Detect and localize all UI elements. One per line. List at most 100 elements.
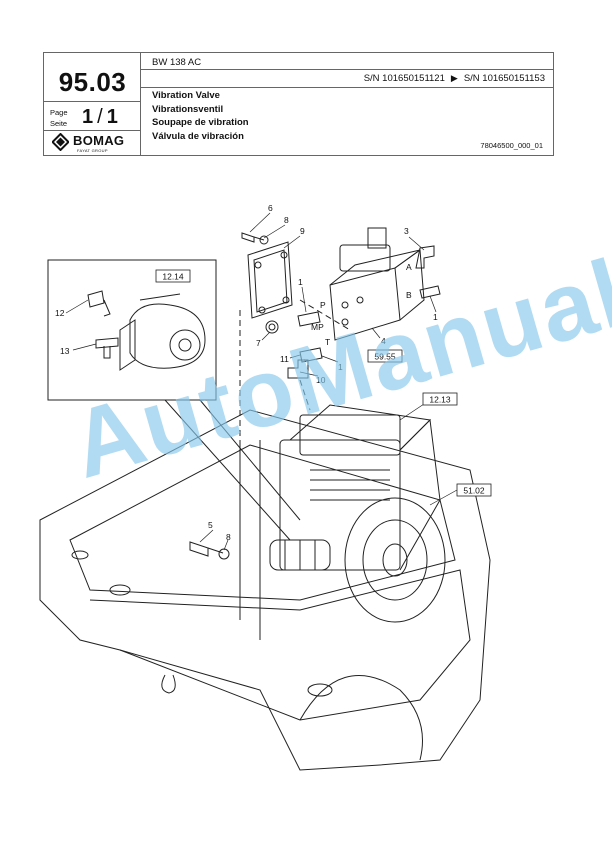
callout-number: A <box>406 262 412 272</box>
guide-line <box>239 299 351 560</box>
engine-fins <box>310 469 390 501</box>
starter-ribs <box>284 540 316 570</box>
leader-line <box>429 295 437 313</box>
callout-number: 1 <box>433 312 438 322</box>
frame-hole <box>71 550 89 560</box>
callout-number: 4 <box>381 336 386 346</box>
washer <box>218 548 230 560</box>
callout-number: B <box>406 290 412 300</box>
callout-number: P <box>320 300 326 310</box>
divider <box>44 130 140 131</box>
bomag-logo-icon <box>52 133 69 151</box>
screw <box>241 232 265 243</box>
callout-number: 9 <box>300 226 305 236</box>
leader-line <box>429 489 458 506</box>
seite-label: Seite <box>50 119 68 128</box>
cover-plate <box>247 241 293 319</box>
inset-fitting-tee <box>95 337 119 359</box>
seal-ring <box>265 320 279 334</box>
callout-number: 10 <box>316 375 326 385</box>
frame-hole <box>307 683 333 697</box>
fitting-elbow <box>287 359 309 379</box>
leader-line <box>261 331 271 341</box>
callout-number: 5 <box>208 520 213 530</box>
reference-label: 12.13 <box>429 395 451 405</box>
arrow-right-icon: ▶ <box>450 73 458 83</box>
page-total: 1 <box>106 106 118 128</box>
engine-block <box>279 439 401 571</box>
valve-port <box>341 318 349 326</box>
callout-number: 8 <box>226 532 231 542</box>
engine-side <box>399 418 441 571</box>
leader-line <box>249 212 271 233</box>
leader-line <box>301 286 307 313</box>
reference-box <box>367 349 403 363</box>
inset-pump-gear <box>169 329 201 361</box>
logo-text: BOMAG <box>73 133 125 148</box>
reference-box <box>155 269 191 283</box>
exploded-parts-drawing: 12.14 59.55 12.13 51.02 6 8 9 3 A B 1 1 … <box>39 203 492 771</box>
leader-line <box>371 327 381 339</box>
page-header: 95.03 Page Seite 1/1 BOMAG FAYAT GROUP B… <box>43 52 554 156</box>
callout-number: 3 <box>404 226 409 236</box>
page-number: 95.03 <box>58 67 127 97</box>
title-block: Vibration Valve Vibrationsventil Soupape… <box>152 89 249 143</box>
valve-solenoid <box>339 244 391 272</box>
callout-number: 11 <box>280 354 289 364</box>
frame-hole <box>109 584 131 596</box>
title-german: Vibrationsventil <box>152 103 224 115</box>
title-english: Vibration Valve <box>152 90 220 101</box>
leader-line <box>199 529 214 543</box>
title-french: Soupape de vibration <box>152 117 249 128</box>
title-spanish: Válvula de vibración <box>152 130 244 142</box>
reference-box <box>422 392 458 406</box>
callout-number: MP <box>311 322 324 332</box>
callout-number: 7 <box>256 338 261 348</box>
engine-head <box>299 414 401 456</box>
page-label: Page <box>50 108 68 117</box>
callout-number: 6 <box>268 203 273 213</box>
chassis-inner <box>69 444 456 601</box>
leader-line <box>283 235 301 249</box>
chassis-cutout <box>299 675 423 761</box>
valve-connector <box>367 227 387 249</box>
fitting-elbow <box>415 245 435 269</box>
inset-pump-gear-hub <box>178 338 192 352</box>
callout-number: T <box>325 337 330 347</box>
inset-fitting <box>87 290 111 317</box>
flywheel-hub <box>382 543 408 577</box>
machine-model: BW 138 AC <box>152 57 202 68</box>
page-id-block: 95.03 Page Seite 1/1 BOMAG FAYAT GROUP <box>44 53 141 155</box>
leader-line <box>223 539 229 551</box>
cover-hole <box>258 306 266 314</box>
valve-port <box>341 301 349 309</box>
valve-side <box>394 249 425 321</box>
inset-pump <box>129 303 206 369</box>
flywheel <box>362 519 428 601</box>
leader-line <box>65 299 89 314</box>
page-separator: / <box>97 106 103 128</box>
reference-label: 59.55 <box>374 352 396 362</box>
screw <box>189 541 224 557</box>
callout-number: 12 <box>55 308 65 318</box>
leader-line <box>72 343 97 351</box>
drawing-number: 78046500_000_01 <box>480 141 543 150</box>
reference-box <box>456 483 492 497</box>
serial-from: S/N 101650151121 <box>363 73 445 84</box>
leader-line <box>289 354 301 359</box>
lifting-eye <box>161 674 176 694</box>
divider <box>141 87 553 88</box>
leader-line <box>321 355 339 363</box>
fitting-straight <box>299 347 323 363</box>
callout-number: 1 <box>298 277 303 287</box>
divider <box>44 101 140 102</box>
fitting-straight <box>419 285 441 299</box>
serial-range: S/N 101650151121▶S/N 101650151153 <box>364 73 545 84</box>
logo-subtext: FAYAT GROUP <box>77 148 108 153</box>
cover-hole <box>280 251 288 259</box>
fitting-straight <box>297 311 321 327</box>
divider <box>141 69 553 70</box>
callout-number: 13 <box>60 346 70 356</box>
cover-hole <box>282 296 290 304</box>
leader-line <box>164 399 301 541</box>
